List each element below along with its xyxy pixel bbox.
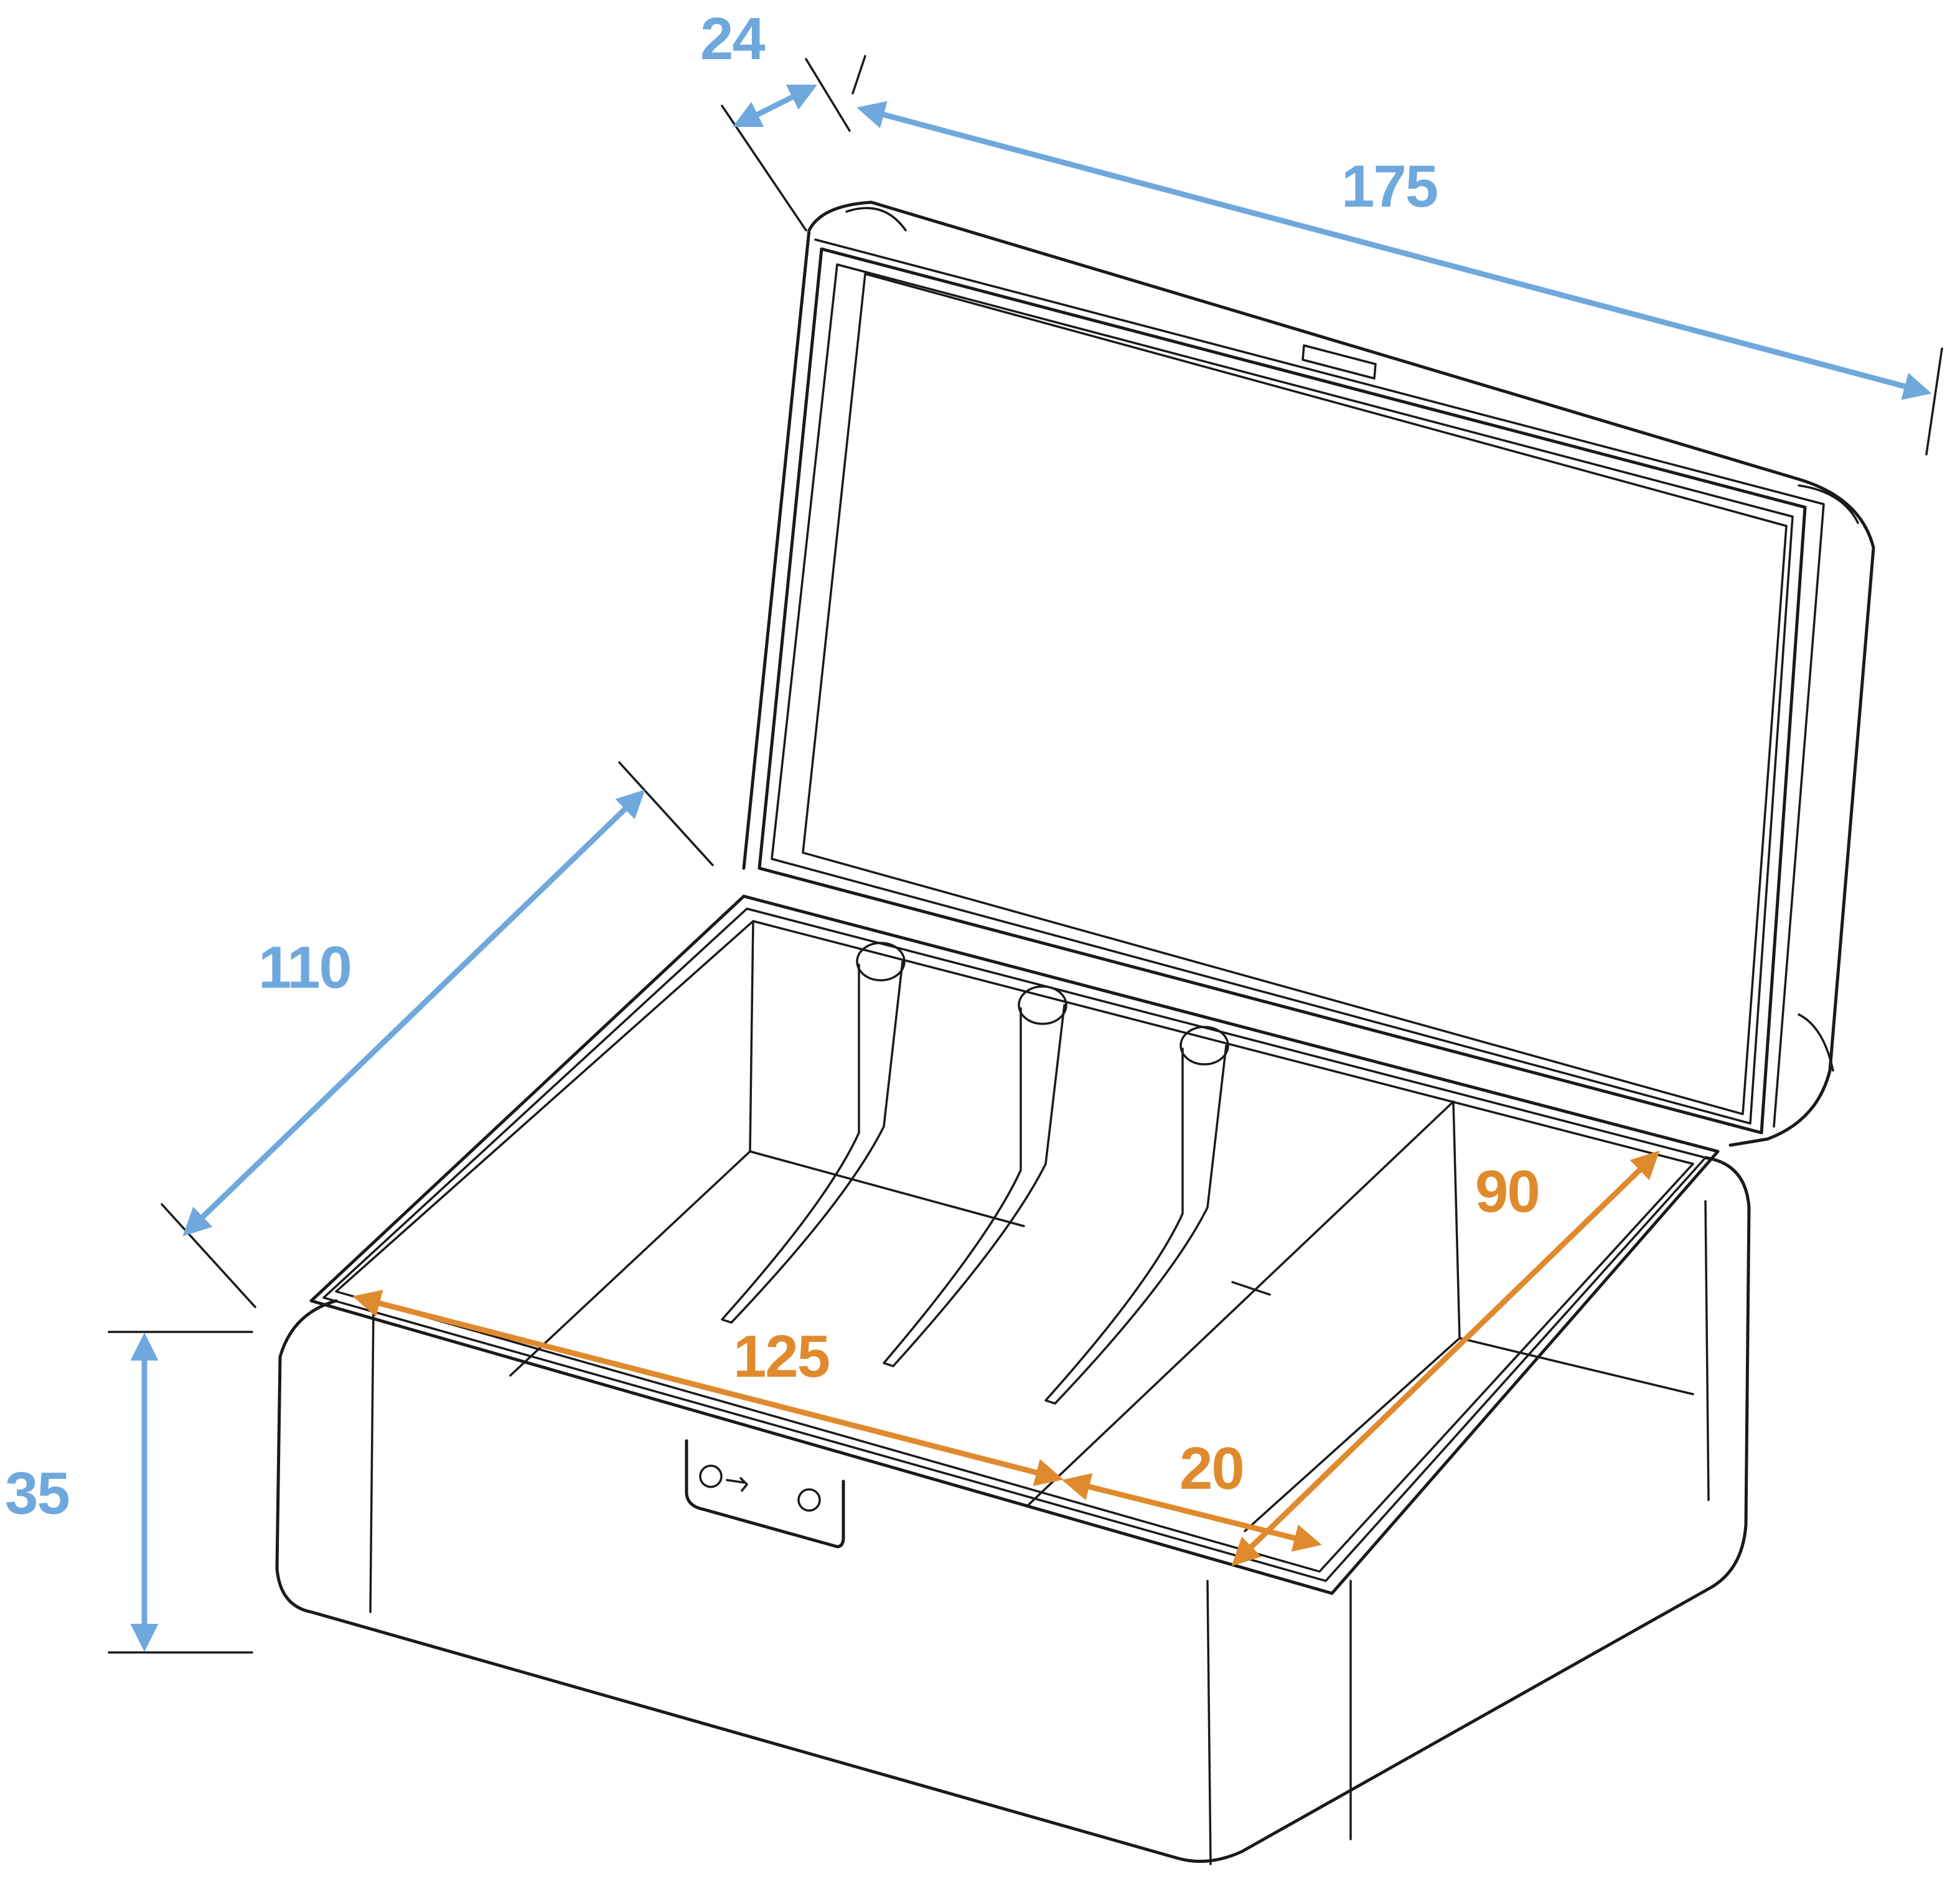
dimension-label-side-compartment: 20 xyxy=(1179,1435,1245,1502)
key-icon xyxy=(726,1477,748,1492)
inner-dimension-lines xyxy=(352,1150,1660,1567)
dimension-label-main-compartment: 125 xyxy=(733,1323,830,1390)
dimension-label-inner-depth: 90 xyxy=(1475,1158,1540,1225)
dimension-label-length: 175 xyxy=(1341,153,1438,220)
dimension-label-lid-height: 24 xyxy=(700,6,766,72)
lock-plate xyxy=(685,1439,845,1549)
outer-dimension-lines xyxy=(108,55,1943,1654)
dimension-label-body-height: 35 xyxy=(5,1460,70,1527)
case-body xyxy=(275,894,1751,1865)
lid xyxy=(742,200,1875,1147)
dimension-label-width: 110 xyxy=(258,934,352,1001)
keyhole-icon xyxy=(699,1464,723,1488)
